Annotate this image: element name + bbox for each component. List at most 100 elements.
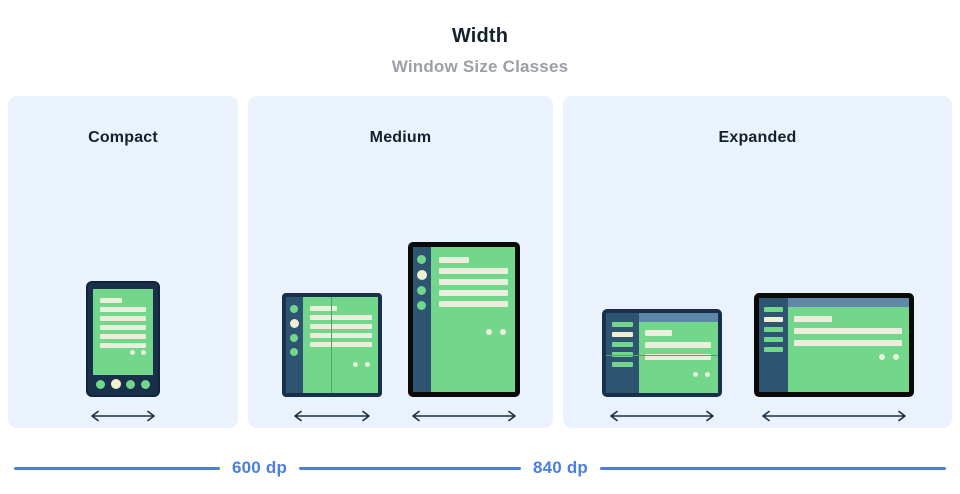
phone-fab-dots: [130, 350, 146, 355]
fold-crease-horizontal: [605, 354, 718, 356]
nav-rail-bars: [759, 298, 788, 392]
nav-dot: [95, 379, 105, 389]
tablet-landscape-content-lines: [793, 316, 902, 346]
rail-bar: [763, 307, 783, 312]
foldable-landscape-content-lines: [644, 330, 711, 360]
content-line: [644, 330, 673, 336]
panel-label-compact: Compact: [88, 129, 158, 146]
fold-crease-vertical: [330, 297, 332, 393]
panel-expanded: Expanded: [563, 96, 952, 428]
nav-rail-bars: [606, 313, 639, 393]
foldable-portrait-fab-dots: [352, 362, 370, 367]
breakpoint-scale: 600 dp 840 dp: [0, 456, 960, 480]
device-stage-compact: [8, 178, 238, 428]
fab-dot: [892, 354, 899, 360]
fab-dot: [130, 350, 135, 355]
rail-dot: [417, 255, 426, 264]
rail-dot: [290, 305, 298, 313]
content-line: [309, 306, 338, 311]
content-line: [438, 279, 508, 285]
size-class-panels: Compact: [0, 96, 960, 428]
content-line: [100, 298, 123, 303]
rail-dot-active: [289, 319, 299, 328]
page-title: Width: [451, 25, 509, 47]
content-line: [309, 315, 372, 320]
device-column-phone: [86, 281, 160, 428]
panel-label-medium: Medium: [369, 129, 432, 146]
content-line: [644, 354, 711, 360]
app-top-bar: [787, 298, 909, 307]
content-line: [438, 268, 508, 274]
tablet-portrait-screen: [412, 247, 515, 392]
nav-dot-active: [110, 379, 121, 389]
content-line: [793, 328, 902, 334]
device-stage-medium: [248, 178, 553, 428]
content-line: [438, 301, 508, 307]
tablet-portrait-content-lines: [438, 257, 508, 307]
rail-dot: [290, 348, 298, 356]
foldable-landscape-fab-dots: [692, 372, 710, 377]
rail-dot: [417, 286, 426, 295]
device-column-tablet-portrait: [407, 242, 520, 428]
device-group-medium: [248, 242, 553, 428]
fab-dot: [878, 354, 885, 360]
width-arrow-foldable-portrait: [290, 409, 374, 428]
phone-bottom-nav: [93, 377, 153, 391]
device-group-expanded: [563, 293, 952, 428]
nav-rail-dots: [413, 247, 431, 392]
rail-bar: [611, 362, 633, 367]
device-column-tablet-landscape: [753, 293, 914, 428]
foldable-portrait-content-lines: [309, 306, 372, 347]
rail-bar: [763, 347, 783, 352]
rail-dot: [290, 334, 298, 342]
panel-medium: Medium: [248, 96, 553, 428]
device-tablet-portrait: [407, 242, 520, 397]
device-foldable-portrait: [281, 293, 382, 397]
rail-dot: [417, 301, 426, 310]
fab-dot: [499, 329, 506, 335]
scale-rule-segment: [600, 466, 946, 470]
device-column-foldable-landscape: [601, 309, 722, 428]
nav-rail: [412, 247, 431, 392]
tablet-landscape-screen: [758, 298, 909, 392]
foldable-portrait-screen: [285, 297, 378, 393]
content-line: [100, 343, 146, 348]
foldable-landscape-screen: [605, 313, 718, 393]
phone-screen: [93, 289, 153, 375]
content-line: [309, 324, 372, 329]
phone-content-lines: [100, 298, 146, 348]
device-group-compact: [8, 281, 238, 428]
content-line: [644, 342, 711, 348]
tablet-landscape-fab-dots: [878, 354, 899, 360]
app-top-bar: [638, 313, 718, 322]
width-arrow-tablet-landscape: [758, 409, 910, 428]
rail-bar: [763, 337, 783, 342]
content-line: [309, 342, 372, 347]
device-stage-expanded: [563, 178, 952, 428]
content-line: [100, 316, 146, 321]
nav-dot: [141, 379, 151, 389]
fab-dot: [141, 350, 146, 355]
fab-dot: [692, 372, 698, 377]
rail-bar: [611, 322, 633, 327]
rail-dot-active: [416, 270, 427, 280]
device-tablet-landscape: [753, 293, 914, 397]
content-line: [100, 334, 146, 339]
tablet-portrait-fab-dots: [485, 329, 506, 335]
rail-bar-active: [611, 332, 633, 337]
width-arrow-foldable-landscape: [606, 409, 718, 428]
rail-bar: [611, 352, 633, 357]
panel-label-expanded: Expanded: [718, 129, 797, 146]
panel-compact: Compact: [8, 96, 238, 428]
content-line: [100, 307, 146, 312]
content-line: [438, 257, 469, 263]
rail-bar: [763, 327, 783, 332]
nav-rail: [758, 298, 788, 392]
width-arrow-tablet-portrait: [408, 409, 520, 428]
scale-rule-segment: [299, 466, 521, 470]
nav-dot: [126, 379, 136, 389]
device-foldable-landscape: [601, 309, 722, 397]
scale-rule-segment: [14, 466, 220, 470]
content-line: [100, 325, 146, 330]
